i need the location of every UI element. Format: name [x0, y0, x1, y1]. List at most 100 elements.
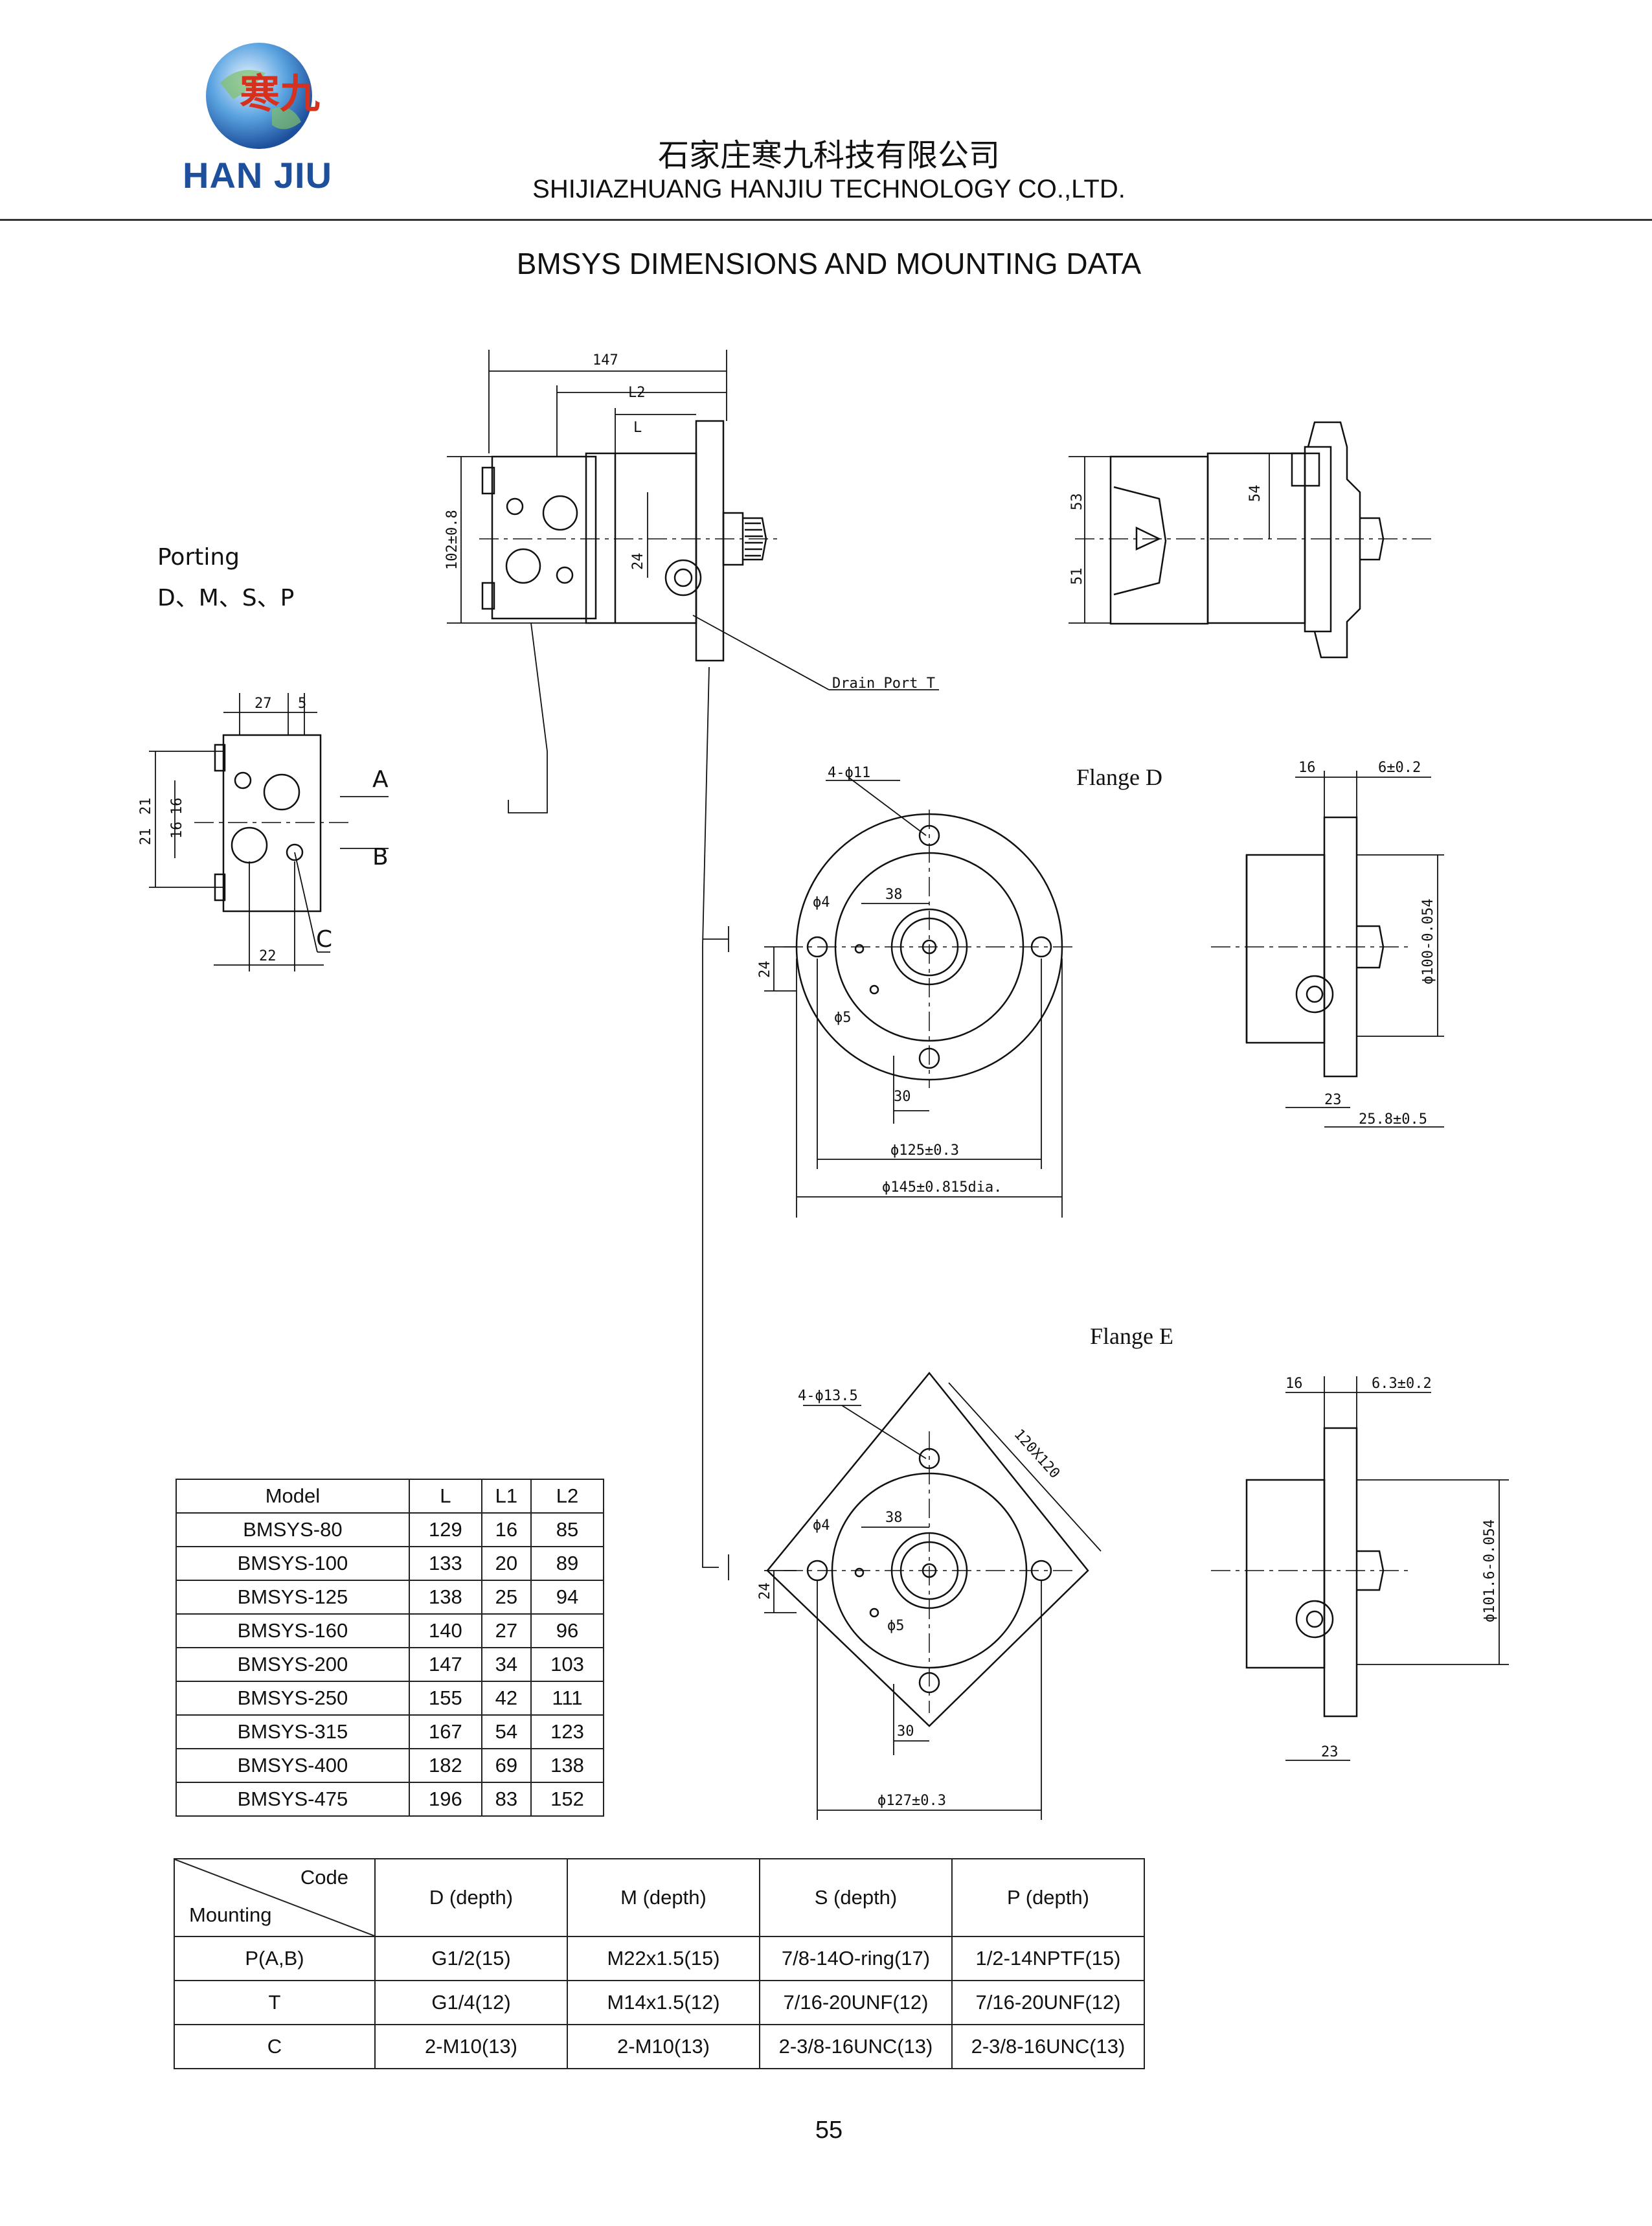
dim-l2: L2	[628, 385, 646, 401]
motor-end-view	[1075, 421, 1431, 659]
logo-chars: 寒九	[240, 70, 320, 117]
table-cell: 16	[481, 1512, 532, 1547]
flange-e-dimensions	[764, 1382, 1102, 1820]
company-name-english: SHIJIAZHUANG HANJIU TECHNOLOGY CO.,LTD.	[532, 175, 1126, 203]
table-cell: BMSYS-250	[175, 1681, 410, 1716]
flange-e-front-view	[766, 1372, 1089, 1727]
dim-5: 5	[298, 696, 306, 712]
fe-23: 23	[1321, 1744, 1339, 1760]
table-cell: 42	[481, 1681, 532, 1716]
row-header-cell: P(A,B)	[174, 1936, 376, 1981]
corner-diagonal	[175, 1859, 374, 1936]
port-a-label: A	[372, 766, 389, 793]
flange-d-dimensions	[764, 777, 1063, 1218]
table-header: P (depth)	[951, 1858, 1145, 1937]
fd-30: 30	[894, 1089, 911, 1105]
porting-label: Porting	[157, 544, 240, 571]
drain-port-label: Drain Port T	[832, 676, 935, 692]
table-cell: G1/2(15)	[374, 1936, 568, 1981]
table-row: P(A,B)G1/2(15)M22x1.5(15)7/8-14O-ring(17…	[174, 1936, 1145, 1981]
table-cell: 34	[481, 1647, 532, 1682]
porting-types: D、M、S、P	[157, 585, 294, 611]
table-header: L	[408, 1479, 482, 1514]
table-cell: 7/8-14O-ring(17)	[759, 1936, 953, 1981]
table-cell: 133	[408, 1546, 482, 1581]
table-cell: 27	[481, 1613, 532, 1648]
table-cell: 2-3/8-16UNC(13)	[951, 2024, 1145, 2069]
fd-23: 23	[1324, 1092, 1342, 1108]
port-b-label: B	[372, 844, 389, 870]
table-header-row: Code Mounting D (depth) M (depth) S (dep…	[174, 1858, 1145, 1937]
table-cell: 69	[481, 1748, 532, 1783]
row-header-cell: T	[174, 1980, 376, 2025]
fe-1016: ϕ101.6-0.054	[1482, 1519, 1498, 1622]
corner-code-label: Code	[300, 1866, 348, 1889]
port-code-table: Code Mounting D (depth) M (depth) S (dep…	[174, 1858, 1145, 2069]
table-header: D (depth)	[374, 1858, 568, 1937]
side-view-dimensions	[447, 350, 939, 1580]
fe-127: ϕ127±0.3	[877, 1793, 946, 1809]
table-cell: 2-M10(13)	[567, 2024, 760, 2069]
table-cell: 20	[481, 1546, 532, 1581]
fd-6: 6±0.2	[1378, 760, 1421, 776]
table-cell: 182	[408, 1748, 482, 1783]
table-cell: 83	[481, 1782, 532, 1817]
table-cell: 103	[530, 1647, 605, 1682]
table-cell: 147	[408, 1647, 482, 1682]
dim-24-side: 24	[630, 553, 646, 571]
flange-d-label: Flange D	[1076, 764, 1162, 790]
porting-dimensions	[149, 693, 389, 971]
table-header: Model	[175, 1479, 410, 1514]
fd-24: 24	[757, 961, 773, 979]
dim-22: 22	[259, 948, 277, 964]
table-cell: 2-3/8-16UNC(13)	[759, 2024, 953, 2069]
flange-e-side-view	[1211, 1427, 1412, 1718]
table-header: L1	[481, 1479, 532, 1514]
dim-16a: 16	[169, 798, 185, 815]
dim-51: 51	[1069, 568, 1085, 585]
fe-30: 30	[897, 1723, 914, 1740]
page-title: BMSYS DIMENSIONS AND MOUNTING DATA	[516, 247, 1142, 280]
flange-d-side-view	[1211, 816, 1412, 1078]
table-cell: M14x1.5(12)	[567, 1980, 760, 2025]
company-name-chinese: 石家庄寒九科技有限公司	[657, 137, 1000, 174]
table-cell: 89	[530, 1546, 605, 1581]
corner-header-cell: Code Mounting	[174, 1858, 376, 1937]
dim-21b: 21	[138, 828, 154, 846]
table-cell: 111	[530, 1681, 605, 1716]
table-header: L2	[530, 1479, 605, 1514]
header-divider	[0, 219, 1652, 221]
page-number: 55	[815, 2117, 843, 2144]
motor-side-view	[479, 420, 777, 662]
table-cell: 96	[530, 1613, 605, 1648]
fe-63: 6.3±0.2	[1372, 1376, 1432, 1392]
table-cell: BMSYS-400	[175, 1748, 410, 1783]
table-cell: 94	[530, 1580, 605, 1615]
table-cell: BMSYS-475	[175, 1782, 410, 1817]
table-cell: 129	[408, 1512, 482, 1547]
dim-16b: 16	[169, 822, 185, 839]
fe-phi4: ϕ4	[813, 1517, 830, 1534]
fd-phi4: ϕ4	[813, 894, 830, 911]
fd-258: 25.8±0.5	[1359, 1111, 1427, 1128]
table-cell: 152	[530, 1782, 605, 1817]
table-cell: M22x1.5(15)	[567, 1936, 760, 1981]
fd-100: ϕ100-0.054	[1420, 899, 1436, 984]
table-cell: 138	[530, 1748, 605, 1783]
table-cell: 1/2-14NPTF(15)	[951, 1936, 1145, 1981]
end-view-dimensions	[1069, 453, 1302, 624]
fe-24: 24	[757, 1583, 773, 1600]
table-cell: 123	[530, 1714, 605, 1749]
flange-d-front-view	[784, 810, 1075, 1088]
fe-38: 38	[885, 1510, 903, 1526]
company-logo: 寒九	[206, 43, 320, 149]
